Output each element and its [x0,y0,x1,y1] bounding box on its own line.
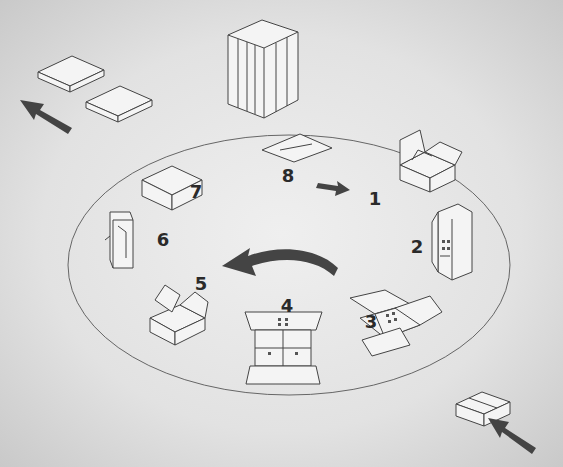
flat-blank [262,134,332,162]
callout-number: 1 [369,190,382,208]
callout-number: 7 [190,183,203,201]
carton-station [245,312,322,384]
carton-station [142,166,202,210]
carton-station [432,204,472,280]
carton-station [400,130,462,192]
callout-number: 2 [411,238,424,256]
callout-number: 6 [157,231,170,249]
carton-station [105,212,133,268]
callout-number: 8 [282,167,295,185]
callout-number: 3 [365,313,378,331]
output-carton [38,56,152,122]
rotary-path [68,135,510,395]
output-arrow [20,100,72,134]
callout-number: 4 [281,297,294,315]
carton-station [150,285,208,345]
blank-stack [228,20,298,118]
rotation-arrow [222,248,338,276]
input-arrow [488,418,536,454]
callout-number: 5 [195,275,208,293]
carton-station [350,290,442,356]
transfer-arrow [316,181,350,196]
